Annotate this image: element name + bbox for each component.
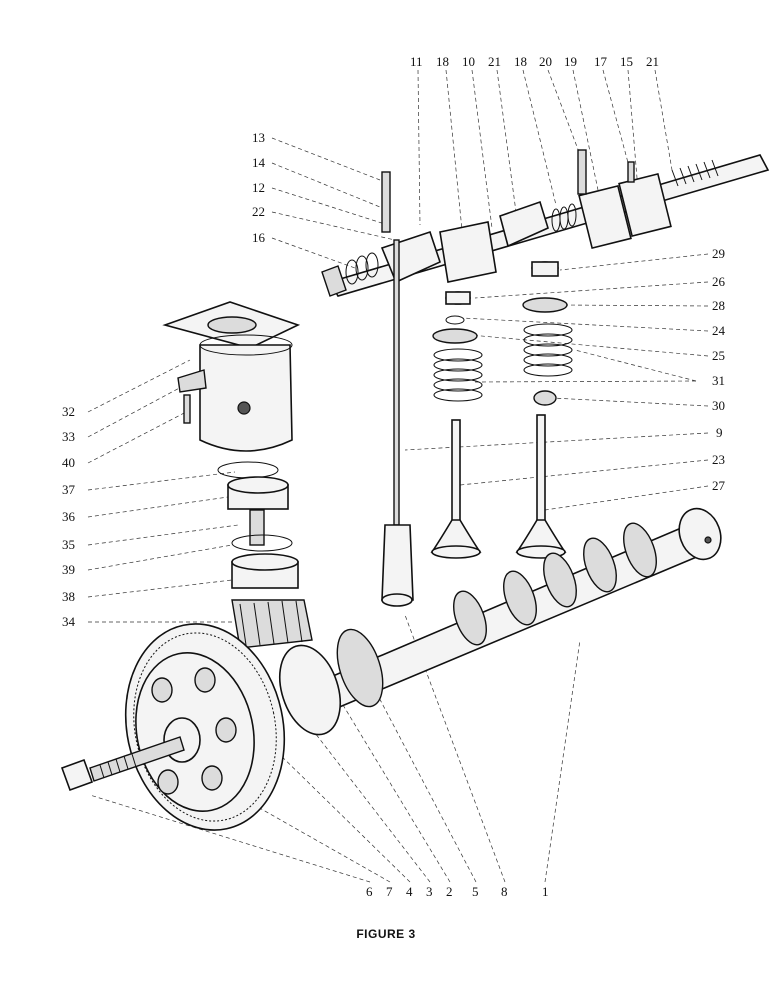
pushrod-and-tappet bbox=[381, 239, 414, 607]
callout-19: 19 bbox=[564, 54, 577, 69]
callout-33: 33 bbox=[62, 429, 75, 444]
callout-labels: 11 18 10 21 18 20 19 17 15 21 13 14 12 2… bbox=[62, 54, 726, 899]
callout-23: 23 bbox=[712, 452, 725, 467]
callout-35: 35 bbox=[62, 537, 75, 552]
callout-20: 20 bbox=[539, 54, 552, 69]
callout-39: 39 bbox=[62, 562, 75, 577]
callout-6: 6 bbox=[366, 884, 373, 899]
callout-18: 18 bbox=[436, 54, 449, 69]
callout-36: 36 bbox=[62, 509, 76, 524]
callout-29: 29 bbox=[712, 246, 725, 261]
callout-26: 26 bbox=[712, 274, 726, 289]
drive-housing-assembly bbox=[162, 301, 313, 649]
callout-21: 21 bbox=[488, 54, 501, 69]
callout-24: 24 bbox=[712, 323, 726, 338]
callout-32: 32 bbox=[62, 404, 75, 419]
callout-1: 1 bbox=[542, 884, 549, 899]
callout-15: 15 bbox=[620, 54, 633, 69]
valve-assembly bbox=[430, 261, 573, 559]
callout-8: 8 bbox=[501, 884, 508, 899]
callout-2: 2 bbox=[446, 884, 453, 899]
callout-14: 14 bbox=[252, 155, 266, 170]
callout-9: 9 bbox=[716, 425, 723, 440]
callout-12: 12 bbox=[252, 180, 265, 195]
figure-caption: FIGURE 3 bbox=[356, 927, 416, 941]
callout-7: 7 bbox=[386, 884, 393, 899]
leader-lines bbox=[87, 69, 709, 883]
callout-28: 28 bbox=[712, 298, 725, 313]
callout-25: 25 bbox=[712, 348, 725, 363]
callout-18-b: 18 bbox=[514, 54, 527, 69]
callout-4: 4 bbox=[406, 884, 413, 899]
timing-gear bbox=[60, 623, 286, 831]
callout-3: 3 bbox=[426, 884, 433, 899]
callout-22: 22 bbox=[252, 204, 265, 219]
camshaft bbox=[279, 507, 722, 736]
callout-17: 17 bbox=[594, 54, 608, 69]
callout-10: 10 bbox=[462, 54, 475, 69]
callout-13: 13 bbox=[252, 130, 265, 145]
callout-37: 37 bbox=[62, 482, 76, 497]
callout-27: 27 bbox=[712, 478, 726, 493]
callout-11: 11 bbox=[410, 54, 423, 69]
callout-38: 38 bbox=[62, 589, 75, 604]
callout-16: 16 bbox=[252, 230, 266, 245]
callout-21-b: 21 bbox=[646, 54, 659, 69]
callout-34: 34 bbox=[62, 614, 76, 629]
callout-30: 30 bbox=[712, 398, 725, 413]
callout-31: 31 bbox=[712, 373, 725, 388]
callout-5: 5 bbox=[472, 884, 479, 899]
callout-40: 40 bbox=[62, 455, 75, 470]
